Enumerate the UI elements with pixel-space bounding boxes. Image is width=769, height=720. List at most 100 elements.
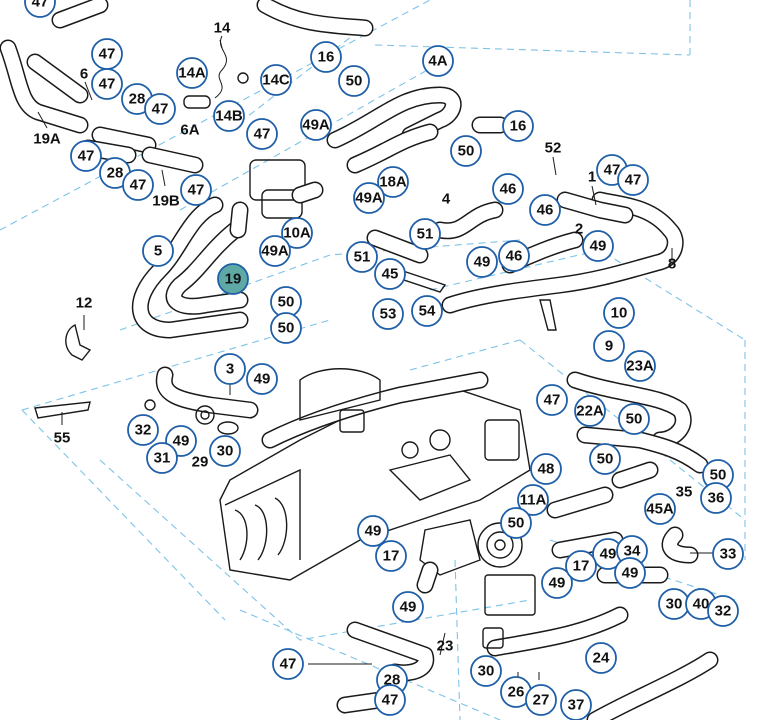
callout-label: 50 (278, 320, 295, 337)
callout-label: 8 (668, 256, 676, 273)
callout-50: 50 (450, 135, 482, 167)
callout-circle (502, 110, 534, 142)
callout-label: 33 (720, 546, 737, 563)
callout-circle (144, 93, 176, 125)
callout-label: 10A (283, 225, 311, 242)
callout-label: 35 (676, 484, 693, 501)
callout-circle (374, 684, 406, 716)
callout-50: 50 (589, 443, 621, 475)
callout-14A: 14A (176, 57, 208, 89)
callout-11A: 11A (517, 484, 549, 516)
callout-circle (644, 493, 676, 525)
callout-label: 49 (474, 254, 491, 271)
callout-28: 28 (99, 157, 131, 189)
callout-47: 47 (272, 648, 304, 680)
callout-46: 46 (498, 240, 530, 272)
callout-circle (357, 515, 389, 547)
callout-circle (214, 353, 246, 385)
callout-circle (560, 689, 592, 720)
leader-lines (37, 39, 718, 690)
callout-label: 49 (600, 546, 617, 563)
callout-circle (589, 443, 621, 475)
callout-label: 47 (99, 76, 116, 93)
callout-49: 49 (246, 363, 278, 395)
callout-circle (270, 312, 302, 344)
callout-18A: 18A (377, 166, 409, 198)
callout-label: 12 (76, 295, 93, 312)
callout-8: 8 (668, 256, 676, 273)
callout-circle (603, 297, 635, 329)
callout-circle (70, 140, 102, 172)
callout-label: 45 (382, 266, 399, 283)
callout-circle (617, 164, 649, 196)
callout-circle (142, 235, 174, 267)
callout-47: 47 (536, 384, 568, 416)
callout-6: 6 (80, 66, 88, 83)
callout-circle (700, 482, 732, 514)
callout-label: 45A (646, 501, 674, 518)
callout-label: 47 (188, 182, 205, 199)
callout-47: 47 (122, 169, 154, 201)
callout-30: 30 (658, 588, 690, 620)
callout-label: 3 (226, 361, 234, 378)
callout-label: 47 (382, 692, 399, 709)
callout-label: 10 (611, 305, 628, 322)
callout-19A: 19A (33, 131, 61, 148)
callout-9: 9 (593, 330, 625, 362)
callout-circle (470, 655, 502, 687)
callout-label: 55 (54, 430, 71, 447)
callout-49A: 49A (259, 235, 291, 267)
callout-10: 10 (603, 297, 635, 329)
callout-12: 12 (76, 295, 93, 312)
callout-50: 50 (270, 312, 302, 344)
callout-circle (541, 567, 573, 599)
callout-label: 14A (178, 65, 206, 82)
callout-label: 14C (262, 72, 290, 89)
callout-circle (127, 414, 159, 446)
callout-circle (24, 0, 56, 18)
callout-49A: 49A (353, 182, 385, 214)
callout-label: 49A (302, 117, 330, 134)
callout-label: 16 (318, 49, 335, 66)
callout-51: 51 (346, 241, 378, 273)
callout-label: 51 (417, 226, 434, 243)
callout-circle (180, 174, 212, 206)
callout-label: 19 (225, 271, 242, 288)
callout-circle (176, 57, 208, 89)
callout-47: 47 (91, 38, 123, 70)
callout-50: 50 (338, 65, 370, 97)
callout-27: 27 (525, 684, 557, 716)
callout-circle (517, 484, 549, 516)
callout-14C: 14C (260, 64, 292, 96)
callout-2: 2 (575, 221, 583, 238)
callout-16: 16 (502, 110, 534, 142)
callout-label: 28 (107, 165, 124, 182)
callout-label: 50 (626, 411, 643, 428)
callout-label: 49A (261, 243, 289, 260)
callout-circle (422, 45, 454, 77)
callout-label: 47 (280, 656, 297, 673)
callout-label: 46 (506, 248, 523, 265)
callout-label: 50 (710, 467, 727, 484)
callout-label: 47 (625, 172, 642, 189)
hose-artwork (0, 0, 719, 720)
callout-6A: 6A (180, 122, 199, 139)
callout-circle (209, 435, 241, 467)
callout-label: 28 (129, 91, 146, 108)
callout-49: 49 (357, 515, 389, 547)
callout-circle (146, 442, 178, 474)
callout-circle (614, 557, 646, 589)
callout-55: 55 (54, 430, 71, 447)
callout-52: 52 (545, 140, 562, 157)
callout-label: 50 (597, 451, 614, 468)
callout-label: 32 (715, 603, 732, 620)
callout-4: 4 (442, 191, 451, 208)
callout-label: 34 (624, 543, 641, 560)
callout-label: 4A (428, 53, 447, 70)
callout-label: 40 (693, 596, 710, 613)
callout-32: 32 (707, 595, 739, 627)
callout-label: 47 (130, 177, 147, 194)
callout-45: 45 (374, 258, 406, 290)
callout-label: 1 (588, 169, 596, 186)
callout-circle (246, 363, 278, 395)
